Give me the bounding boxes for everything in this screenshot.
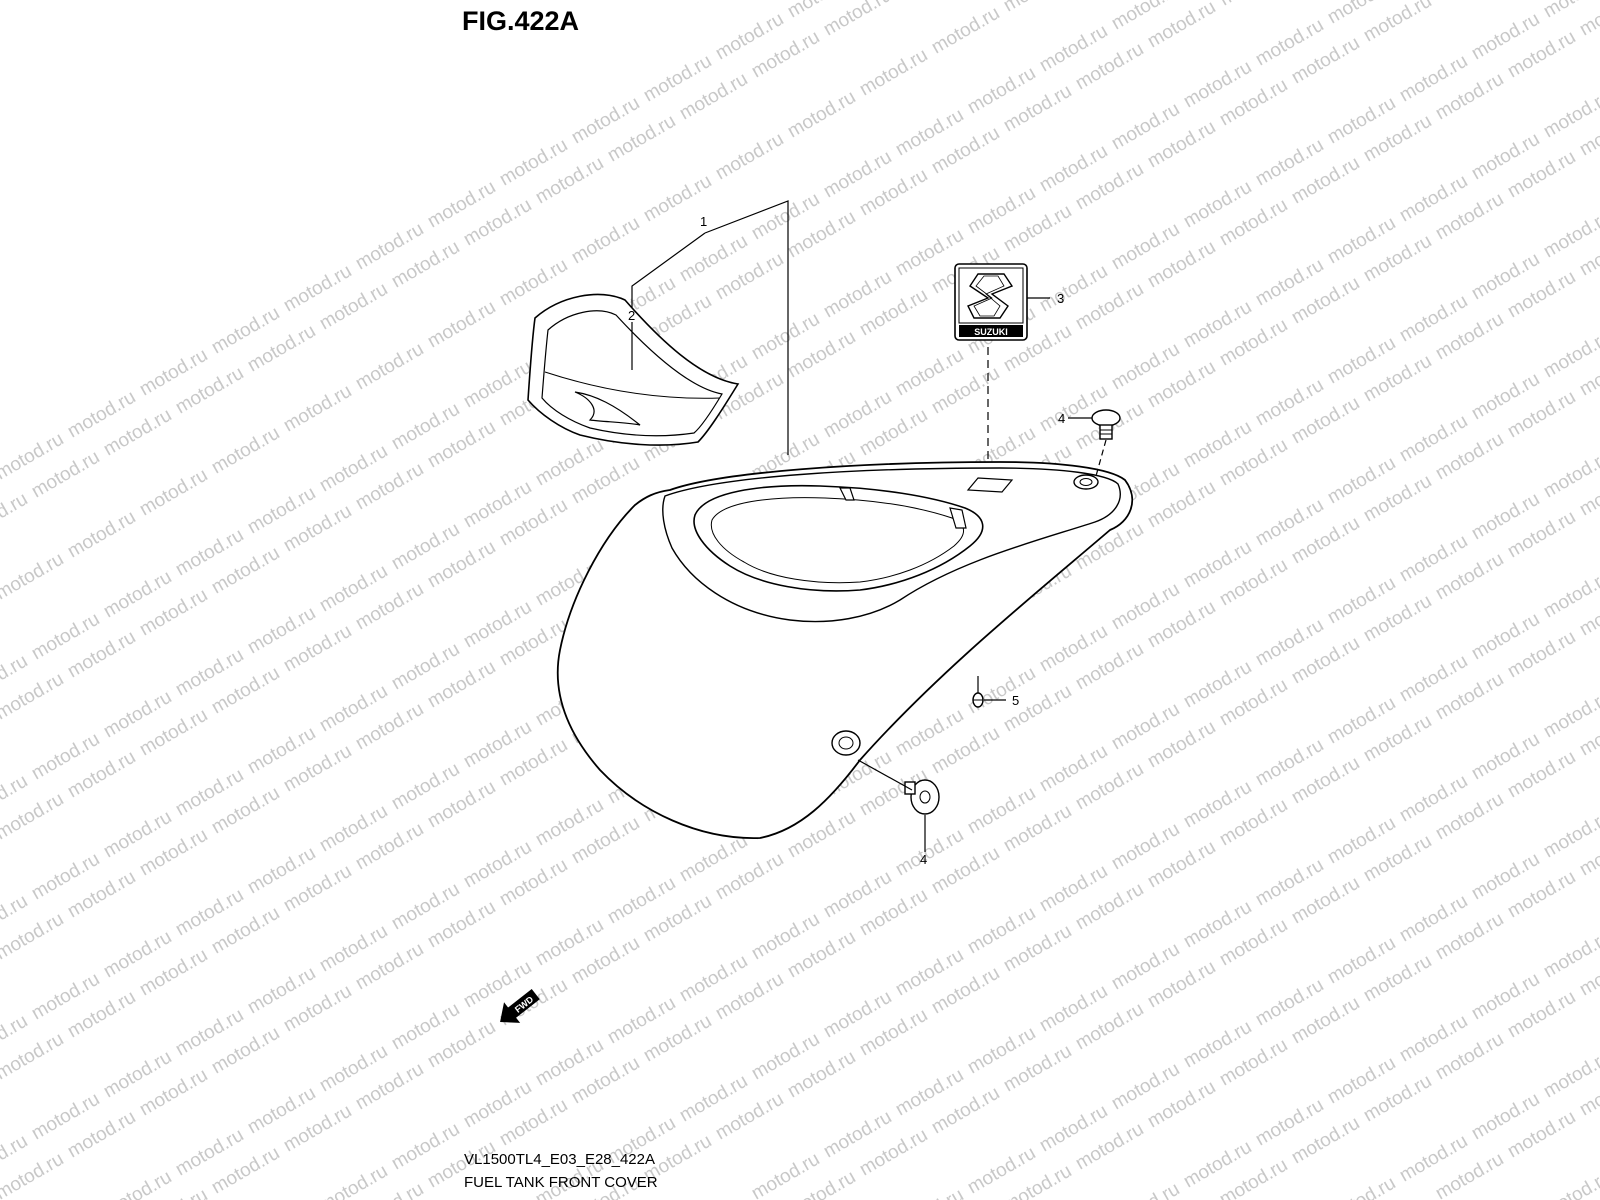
part-4-screw-lower — [904, 779, 940, 815]
part-4-screw-upper — [1091, 409, 1121, 440]
watermark-text: motod.ru — [928, 3, 1003, 59]
watermark-text: motod.ru — [316, 1161, 391, 1200]
watermark-text: motod.ru — [352, 339, 427, 395]
watermark-text: motod.ru — [0, 489, 31, 545]
model-code: VL1500TL4_E03_E28_422A — [464, 1151, 656, 1168]
callout-2: 2 — [628, 308, 635, 323]
watermark-text: motod.ru — [1324, 1173, 1399, 1200]
figure-name: FUEL TANK FRONT COVER — [464, 1174, 658, 1191]
watermark-text: motod.ru — [1540, 1167, 1600, 1200]
watermark-text: motod.ru — [1216, 0, 1291, 10]
watermark-text: motod.ru — [820, 0, 895, 40]
watermark-text: motod.ru — [568, 213, 643, 269]
watermark-text: motod.ru — [136, 465, 211, 521]
watermark-text: motod.ru — [1108, 1179, 1183, 1200]
part-1-fuel-tank-front-cover — [556, 461, 1134, 839]
callout-3: 3 — [1057, 291, 1064, 306]
watermark-text: motod.ru — [892, 1185, 967, 1200]
emblem-brand-text: SUZUKI — [974, 327, 1008, 337]
watermark-text: motod.ru — [208, 423, 283, 479]
watermark-text: motod.ru — [424, 297, 499, 353]
watermark-text: motod.ru — [64, 507, 139, 563]
watermark-text: motod.ru — [280, 381, 355, 437]
watermark-text: motod.ru — [1000, 0, 1075, 16]
callout-labels: 1 2 3 4 4 5 — [628, 214, 1065, 867]
part-3-suzuki-emblem: SUZUKI — [954, 263, 1028, 341]
watermark-text: motod.ru — [0, 549, 67, 605]
watermark-text: motod.ru — [712, 129, 787, 185]
callout-4-upper: 4 — [1058, 411, 1065, 426]
part-5-clip — [972, 692, 984, 708]
callout-5: 5 — [1012, 693, 1019, 708]
leader-lines — [631, 200, 1107, 852]
callout-1: 1 — [700, 214, 707, 229]
watermark-text: motod.ru — [856, 45, 931, 101]
watermark-text: motod.ru — [784, 87, 859, 143]
callout-4-lower: 4 — [920, 852, 927, 867]
watermark-text: motod.ru — [100, 1167, 175, 1200]
part-2-decal-panel — [527, 293, 740, 446]
figure-title: FIG.422A — [462, 6, 580, 36]
watermark-text: motod.ru — [1432, 0, 1507, 4]
watermark-text: motod.ru — [1576, 0, 1600, 40]
